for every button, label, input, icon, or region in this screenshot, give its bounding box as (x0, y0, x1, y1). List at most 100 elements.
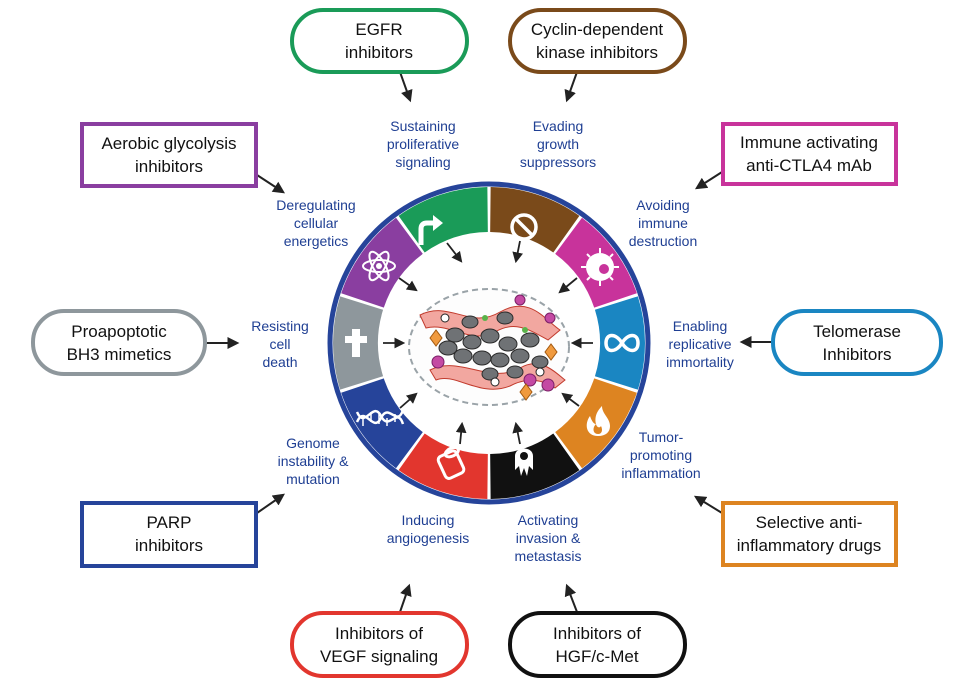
svg-text:energetics: energetics (284, 233, 349, 249)
drug-hgf-line2: HGF/c-Met (555, 647, 638, 666)
svg-text:cellular: cellular (294, 215, 339, 231)
dna-icon (355, 409, 405, 426)
svg-text:death: death (262, 354, 297, 370)
drug-bh3-line1: Proapoptotic (71, 322, 167, 341)
hallmark-label-immune: Avoiding immune destruction (629, 197, 697, 249)
arrow-egfr (399, 71, 413, 103)
infinity-icon (604, 333, 640, 353)
svg-text:Tumor-: Tumor- (639, 429, 684, 445)
vessel-icon (436, 445, 466, 480)
svg-text:Sustaining: Sustaining (390, 118, 455, 134)
drug-parp-line2: inhibitors (135, 536, 203, 555)
svg-text:replicative: replicative (668, 336, 731, 352)
svg-text:Deregulating: Deregulating (276, 197, 355, 213)
svg-text:mutation: mutation (286, 471, 340, 487)
hallmark-label-proliferative: Sustaining proliferative signaling (387, 118, 460, 170)
hallmark-label-inflammation: Tumor- promoting inflammation (621, 429, 700, 481)
drug-antiinflam-line1: Selective anti- (756, 513, 863, 532)
segment-icons (345, 213, 640, 480)
prohibition-icon (510, 213, 538, 241)
drug-egfr: EGFR inhibitors (290, 8, 469, 74)
drug-cdk-line2: kinase inhibitors (536, 43, 658, 62)
svg-text:Genome: Genome (286, 435, 340, 451)
drug-immune-line2: anti-CTLA4 mAb (746, 156, 872, 175)
drug-hgf: Inhibitors of HGF/c-Met (508, 611, 687, 678)
inner-arrows (383, 240, 593, 445)
drug-bh3: Proapoptotic BH3 mimetics (31, 309, 207, 376)
drug-parp-line1: PARP (146, 513, 191, 532)
hallmark-label-immortality: Enabling replicative immortality (666, 318, 734, 370)
hallmark-wheel (327, 181, 651, 505)
svg-text:instability &: instability & (278, 453, 349, 469)
svg-text:Resisting: Resisting (251, 318, 309, 334)
hallmark-label-celldeath: Resisting cell death (251, 318, 309, 370)
arrow-hgf (564, 583, 578, 613)
drug-bh3-line2: BH3 mimetics (67, 345, 172, 364)
drug-cdk: Cyclin-dependent kinase inhibitors (508, 8, 687, 74)
arrow-antiinflam (693, 495, 723, 514)
drug-glycolysis-line2: inhibitors (135, 157, 203, 176)
drug-immune: Immune activating anti-CTLA4 mAb (721, 122, 898, 186)
hallmark-label-invasion: Activating invasion & metastasis (515, 512, 582, 564)
drug-telomerase-line1: Telomerase (813, 322, 901, 341)
svg-text:signaling: signaling (395, 154, 450, 170)
drug-glycolysis-line1: Aerobic glycolysis (101, 134, 236, 153)
drug-parp: PARP inhibitors (80, 501, 258, 568)
drug-telomerase-line2: Inhibitors (823, 345, 892, 364)
arrow-cdk (564, 71, 578, 103)
svg-text:angiogenesis: angiogenesis (387, 530, 470, 546)
atom-icon (362, 250, 396, 282)
drug-antiinflam-line2: inflammatory drugs (737, 536, 882, 555)
hallmark-label-angiogenesis: Inducing angiogenesis (387, 512, 470, 546)
drug-egfr-line1: EGFR (355, 20, 402, 39)
hallmark-label-genome: Genome instability & mutation (278, 435, 349, 487)
svg-text:Evading: Evading (533, 118, 584, 134)
drug-hgf-line1: Inhibitors of (553, 624, 641, 643)
drug-glycolysis: Aerobic glycolysis inhibitors (80, 122, 258, 188)
drug-vegf-line2: VEGF signaling (320, 647, 438, 666)
flame-icon (586, 406, 610, 436)
hallmark-label-energetics: Deregulating cellular energetics (276, 197, 355, 249)
drug-egfr-line2: inhibitors (345, 43, 413, 62)
arrow-vegf (399, 583, 412, 613)
wheel-border (327, 181, 651, 505)
svg-text:cell: cell (269, 336, 290, 352)
hallmark-label-growth: Evading growth suppressors (520, 118, 596, 170)
drug-arrows (206, 71, 773, 613)
immune-cell-icon (581, 248, 619, 286)
drug-vegf: Inhibitors of VEGF signaling (290, 611, 469, 678)
svg-text:proliferative: proliferative (387, 136, 460, 152)
svg-text:Activating: Activating (518, 512, 579, 528)
cross-icon (345, 329, 367, 357)
drug-telomerase: Telomerase Inhibitors (771, 309, 943, 376)
hallmark-labels: Sustaining proliferative signaling Evadi… (251, 118, 734, 564)
svg-text:Inducing: Inducing (402, 512, 455, 528)
svg-text:immortality: immortality (666, 354, 734, 370)
drug-boxes: EGFR inhibitors Cyclin-dependent kinase … (31, 8, 943, 678)
svg-text:promoting: promoting (630, 447, 692, 463)
svg-text:invasion &: invasion & (516, 530, 581, 546)
drug-vegf-line1: Inhibitors of (335, 624, 423, 643)
svg-text:Avoiding: Avoiding (636, 197, 689, 213)
arrow-glycolysis (256, 174, 286, 194)
svg-text:inflammation: inflammation (621, 465, 700, 481)
drug-immune-line1: Immune activating (740, 133, 878, 152)
arrow-immune (694, 171, 723, 190)
segment-invasion (490, 433, 580, 499)
tumor-illustration (408, 288, 570, 406)
svg-text:Enabling: Enabling (673, 318, 728, 334)
segment-genome (341, 378, 423, 469)
segment-energetics (341, 217, 423, 308)
migrating-cell-icon (515, 448, 533, 476)
arrow-icon (418, 215, 443, 245)
svg-text:growth: growth (537, 136, 579, 152)
svg-text:immune: immune (638, 215, 688, 231)
segment-angiogenesis (398, 433, 488, 499)
arrow-parp (256, 493, 285, 514)
svg-text:metastasis: metastasis (515, 548, 582, 564)
drug-cdk-line1: Cyclin-dependent (531, 20, 664, 39)
drug-antiinflam: Selective anti- inflammatory drugs (721, 501, 898, 567)
svg-text:destruction: destruction (629, 233, 697, 249)
svg-text:suppressors: suppressors (520, 154, 596, 170)
